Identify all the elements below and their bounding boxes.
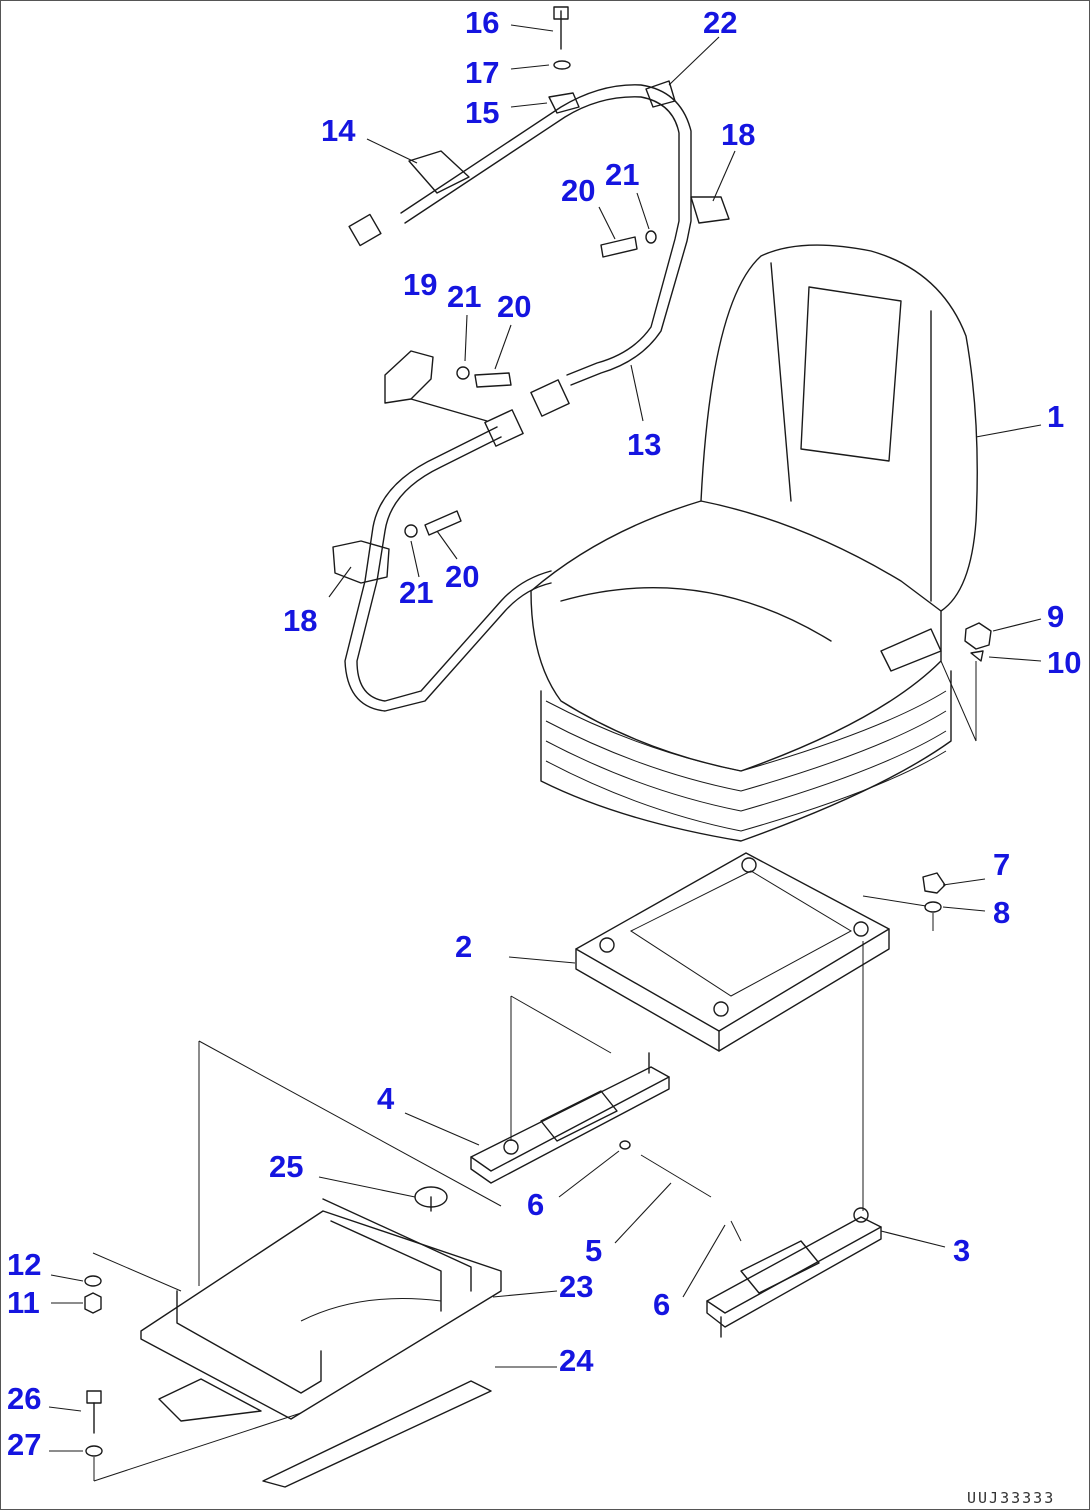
callout-6: 6 — [653, 1287, 670, 1322]
callout-26: 26 — [7, 1381, 41, 1416]
callout-15: 15 — [465, 95, 499, 130]
callout-18: 18 — [283, 603, 317, 638]
callout-25: 25 — [269, 1149, 303, 1184]
slide-rail-right — [706, 1207, 882, 1338]
callout-10: 10 — [1047, 645, 1081, 680]
callout-4: 4 — [377, 1081, 395, 1116]
callout-5: 5 — [585, 1233, 602, 1268]
callout-21: 21 — [447, 279, 481, 314]
callout-14: 14 — [321, 113, 356, 148]
callout-17: 17 — [465, 55, 499, 90]
callout-19: 19 — [403, 267, 437, 302]
callout-20: 20 — [497, 289, 531, 324]
leader-lines — [48, 24, 1042, 1452]
callout-13: 13 — [627, 427, 661, 462]
operator-seat — [530, 244, 978, 842]
callout-labels: 16 17 15 22 14 18 20 21 19 21 20 13 1 20… — [7, 5, 1081, 1462]
callout-21: 21 — [399, 575, 433, 610]
mounting-plate — [575, 852, 927, 1211]
callout-21: 21 — [605, 157, 639, 192]
bolt-hardware — [84, 1252, 302, 1482]
handrail-upper — [348, 6, 730, 417]
callout-27: 27 — [7, 1427, 41, 1462]
callout-11: 11 — [7, 1285, 40, 1320]
callout-20: 20 — [561, 173, 595, 208]
slide-rail-left — [470, 995, 712, 1198]
callout-16: 16 — [465, 5, 499, 40]
callout-7: 7 — [993, 847, 1010, 882]
callout-8: 8 — [993, 895, 1010, 930]
callout-22: 22 — [703, 5, 737, 40]
nut-and-washer-hardware — [922, 622, 992, 931]
handrail-lower — [332, 350, 552, 712]
callout-24: 24 — [559, 1343, 594, 1378]
callout-1: 1 — [1047, 399, 1064, 434]
callout-2: 2 — [455, 929, 472, 964]
callout-9: 9 — [1047, 599, 1064, 634]
callout-18: 18 — [721, 117, 755, 152]
callout-3: 3 — [953, 1233, 970, 1268]
callout-23: 23 — [559, 1269, 593, 1304]
drawing-code: UUJ33333 — [967, 1489, 1055, 1507]
callout-6: 6 — [527, 1187, 544, 1222]
seat-bracket-frame — [140, 1040, 502, 1488]
callout-20: 20 — [445, 559, 479, 594]
callout-12: 12 — [7, 1247, 41, 1282]
